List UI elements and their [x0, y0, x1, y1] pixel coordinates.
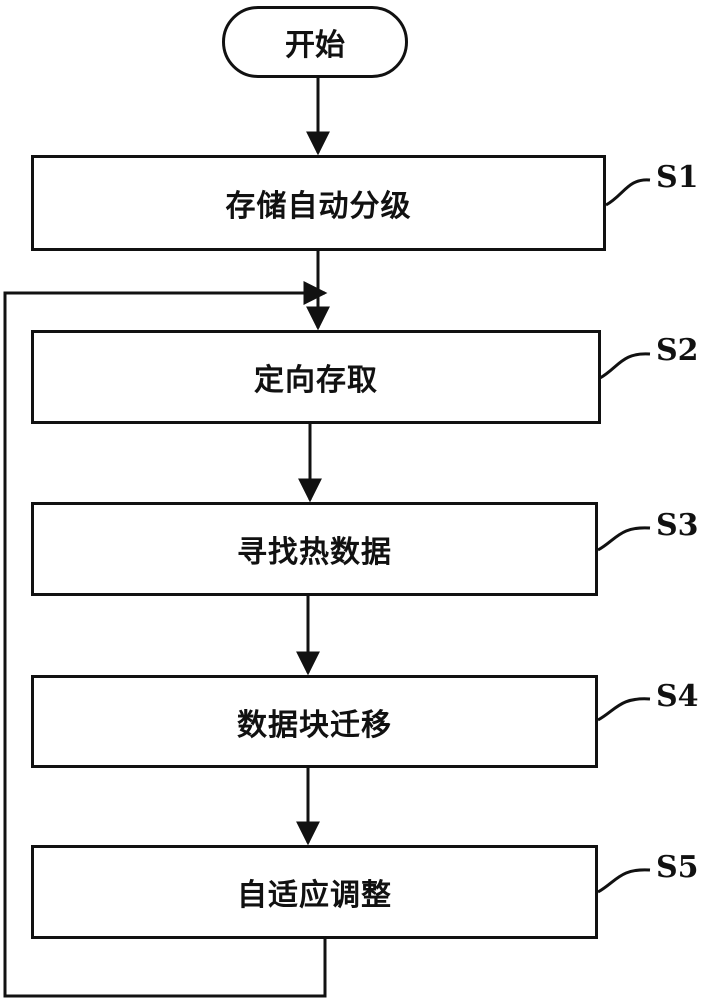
step-box-s4: 数据块迁移	[31, 675, 598, 768]
step-tag-s3: S3	[656, 508, 699, 543]
leader-curve-s4	[598, 699, 650, 720]
step-tag-s1: S1	[656, 160, 699, 195]
step-box-s3: 寻找热数据	[31, 502, 598, 596]
step-box-s5: 自适应调整	[31, 845, 598, 939]
step-box-s2: 定向存取	[31, 330, 601, 424]
leader-curve-s2	[600, 354, 650, 378]
leader-curve-s3	[598, 528, 650, 550]
leader-curve-s5	[598, 870, 650, 892]
leader-curve-s1	[606, 180, 650, 205]
step-tag-s5: S5	[656, 850, 699, 885]
step-tag-s2: S2	[656, 333, 699, 368]
step-tag-s4: S4	[656, 679, 699, 714]
start-terminal: 开始	[222, 6, 408, 78]
step-box-s1: 存储自动分级	[31, 155, 606, 251]
